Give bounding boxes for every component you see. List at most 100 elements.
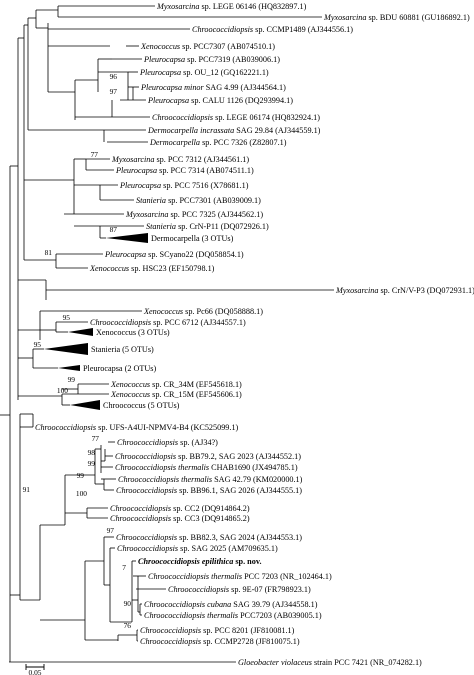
taxon-strain: Chroococcus (5 OTUs) — [103, 401, 180, 410]
taxon-genus: Chroococcidiopsis thermalis — [115, 463, 209, 472]
bootstrap-value: 95 — [63, 313, 71, 322]
taxon-genus: Myxosarcina — [156, 2, 199, 11]
taxon-genus: Stanieria — [136, 196, 166, 205]
taxon-strain: sp. BB79.2, SAG 2023 (AJ344552.1) — [176, 452, 301, 461]
taxon-genus: Chroococcidiopsis — [115, 452, 176, 461]
taxon-label: Xenococcus sp. HSC23 (EF150798.1) — [89, 264, 215, 273]
taxon-genus: Dermocarpella — [149, 138, 200, 147]
bootstrap-value: 81 — [45, 248, 53, 257]
collapsed-clade-triangle — [58, 365, 80, 371]
taxon-label: Pleurocapsa sp. PCC7319 (AB039006.1) — [143, 55, 280, 64]
taxon-genus: Chroococcidiopsis — [152, 113, 213, 122]
taxon-genus: Chroococcidiopsis — [140, 637, 201, 646]
taxon-label: Chroococcidiopsis sp. BB79.2, SAG 2023 (… — [115, 452, 301, 461]
taxon-strain: sp. BDU 60881 (GU186892.1) — [366, 13, 470, 22]
taxon-label: Chroococcidiopsis sp. BB82.3, SAG 2024 (… — [116, 533, 302, 542]
taxon-strain: sp. CrN/V-P3 (DQ072931.1) — [378, 286, 474, 295]
bootstrap-value: 99 — [77, 471, 85, 480]
taxon-strain: sp. CCMP1489 (AJ344556.1) — [253, 25, 353, 34]
taxon-genus: Pleurocapsa — [115, 166, 157, 175]
taxon-genus: Chroococcidiopsis epilithica — [138, 557, 233, 566]
taxon-label: Gloeobacter violaceus strain PCC 7421 (N… — [238, 658, 422, 667]
taxon-label: Pleurocapsa minor SAG 4.99 (AJ344564.1) — [140, 83, 286, 92]
taxon-genus: Chroococcidiopsis — [116, 486, 177, 495]
taxon-strain: sp. CC2 (DQ914864.2) — [171, 504, 250, 513]
taxon-strain: sp. HSC23 (EF150798.1) — [129, 264, 215, 273]
taxon-label: Pleurocapsa sp. SCyano22 (DQ058854.1) — [104, 250, 244, 259]
taxon-genus: Myxosarcina — [125, 210, 168, 219]
bootstrap-value: 95 — [34, 340, 42, 349]
taxon-strain: Stanieria (5 OTUs) — [91, 345, 154, 354]
taxon-strain: sp. PCC7307 (AB074510.1) — [180, 42, 275, 51]
taxon-label: Stanieria sp. PCC7301 (AB039009.1) — [136, 196, 261, 205]
taxon-strain: SAG 42.79 (KM020000.1) — [212, 475, 303, 484]
taxon-label: Stanieria sp. CrN-P11 (DQ072926.1) — [146, 222, 269, 231]
taxon-strain: sp. CC3 (DQ914865.2) — [171, 514, 250, 523]
taxon-strain: Dermocarpella (3 OTUs) — [151, 234, 234, 243]
taxon-genus: Xenococcus — [140, 42, 180, 51]
taxon-label: Stanieria (5 OTUs) — [91, 345, 154, 354]
taxon-genus: Chroococcidiopsis — [117, 544, 178, 553]
taxon-label: Myxosarcina sp. BDU 60881 (GU186892.1) — [323, 13, 470, 22]
taxon-strain: sp. PCC 7325 (AJ344562.1) — [168, 210, 263, 219]
taxon-strain: sp. SAG 2025 (AM709635.1) — [178, 544, 278, 553]
bootstrap-value: 99 — [68, 375, 76, 384]
taxon-label: Chroococcidiopsis sp. PCC 8201 (JF810081… — [140, 626, 295, 635]
taxon-genus: Xenococcus — [110, 380, 150, 389]
taxon-strain: sp. LEGE 06146 (HQ832897.1) — [199, 2, 306, 11]
taxon-label: Myxosarcina sp. CrN/V-P3 (DQ072931.1) — [335, 286, 474, 295]
taxon-strain: sp. CR_34M (EF545618.1) — [150, 380, 242, 389]
bootstrap-value: 98 — [88, 448, 96, 457]
taxon-label: Chroococcidiopsis sp. (AJ34?) — [117, 438, 218, 447]
collapsed-clade-triangle — [70, 400, 100, 410]
taxon-genus: Stanieria — [146, 222, 176, 231]
taxon-genus: Xenococcus — [89, 264, 129, 273]
taxon-label: Chroococcidiopsis sp. PCC 6712 (AJ344557… — [90, 318, 246, 327]
taxon-strain: sp. CrN-P11 (DQ072926.1) — [176, 222, 269, 231]
taxon-label: Chroococcidiopsis sp. CCMP1489 (AJ344556… — [192, 25, 353, 34]
taxon-genus: Pleurocapsa — [139, 68, 181, 77]
taxon-label: Chroococcidiopsis sp. BB96.1, SAG 2026 (… — [116, 486, 302, 495]
taxon-label: Pleurocapsa sp. CALU 1126 (DQ293994.1) — [147, 96, 293, 105]
taxon-genus: Pleurocapsa — [147, 96, 189, 105]
taxon-label: Chroococcidiopsis thermalis PCC7203 (AB0… — [144, 611, 322, 620]
taxon-genus: Chroococcidiopsis thermalis — [144, 611, 238, 620]
taxon-strain: SAG 39.79 (AJ344558.1) — [231, 600, 317, 609]
taxon-strain: sp. nov. — [233, 557, 261, 566]
taxon-strain: sp. PCC 7312 (AJ344561.1) — [154, 155, 249, 164]
bootstrap-value: 76 — [124, 621, 132, 630]
taxon-strain: CHAB1690 (JX494785.1) — [209, 463, 298, 472]
taxon-label: Xenococcus sp. PCC7307 (AB074510.1) — [140, 42, 275, 51]
taxon-label: Chroococcidiopsis thermalis SAG 42.79 (K… — [118, 475, 303, 484]
scale-bar-label: 0.05 — [29, 668, 42, 675]
taxon-label: Chroococcidiopsis thermalis PCC 7203 (NR… — [148, 572, 332, 581]
taxon-strain: sp. LEGE 06174 (HQ832924.1) — [213, 113, 320, 122]
bootstrap-value: 90 — [124, 599, 132, 608]
bootstrap-value: 97 — [107, 526, 115, 535]
taxon-label: Myxosarcina sp. PCC 7325 (AJ344562.1) — [125, 210, 263, 219]
collapsed-clade-triangle — [44, 343, 88, 355]
bootstrap-value: 87 — [110, 225, 118, 234]
taxon-strain: sp. PCC 6712 (AJ344557.1) — [151, 318, 246, 327]
taxon-label: Chroococcidiopsis sp. CCMP2728 (JF810075… — [140, 637, 300, 646]
taxon-strain: strain PCC 7421 (NR_074282.1) — [312, 658, 422, 667]
taxon-genus: Chroococcidiopsis thermalis — [148, 572, 242, 581]
taxon-genus: Chroococcidiopsis — [117, 438, 178, 447]
taxon-strain: sp. UFS-A4UI-NPMV4-B4 (KC525099.1) — [96, 423, 238, 432]
taxon-genus: Chroococcidiopsis — [110, 514, 171, 523]
taxon-strain: Pleurocapsa (2 OTUs) — [83, 364, 156, 373]
taxon-strain: sp. BB82.3, SAG 2024 (AJ344553.1) — [177, 533, 302, 542]
taxon-label: Xenococcus (3 OTUs) — [96, 328, 170, 337]
taxon-strain: sp. BB96.1, SAG 2026 (AJ344555.1) — [177, 486, 302, 495]
taxon-label: Chroococcidiopsis sp. 9E-07 (FR798923.1) — [168, 585, 311, 594]
taxon-genus: Chroococcidiopsis — [35, 423, 96, 432]
taxon-strain: sp. OU_12 (GQ162221.1) — [181, 68, 269, 77]
bootstrap-value: 96 — [110, 72, 118, 81]
taxon-label: Pleurocapsa sp. OU_12 (GQ162221.1) — [139, 68, 269, 77]
taxon-genus: Chroococcidiopsis — [110, 504, 171, 513]
collapsed-clade-triangle — [68, 328, 93, 336]
taxon-strain: sp. PCC 8201 (JF810081.1) — [201, 626, 295, 635]
taxon-strain: sp. CR_15M (EF545606.1) — [150, 390, 242, 399]
taxon-genus: Chroococcidiopsis — [168, 585, 229, 594]
taxon-strain: sp. CALU 1126 (DQ293994.1) — [189, 96, 293, 105]
